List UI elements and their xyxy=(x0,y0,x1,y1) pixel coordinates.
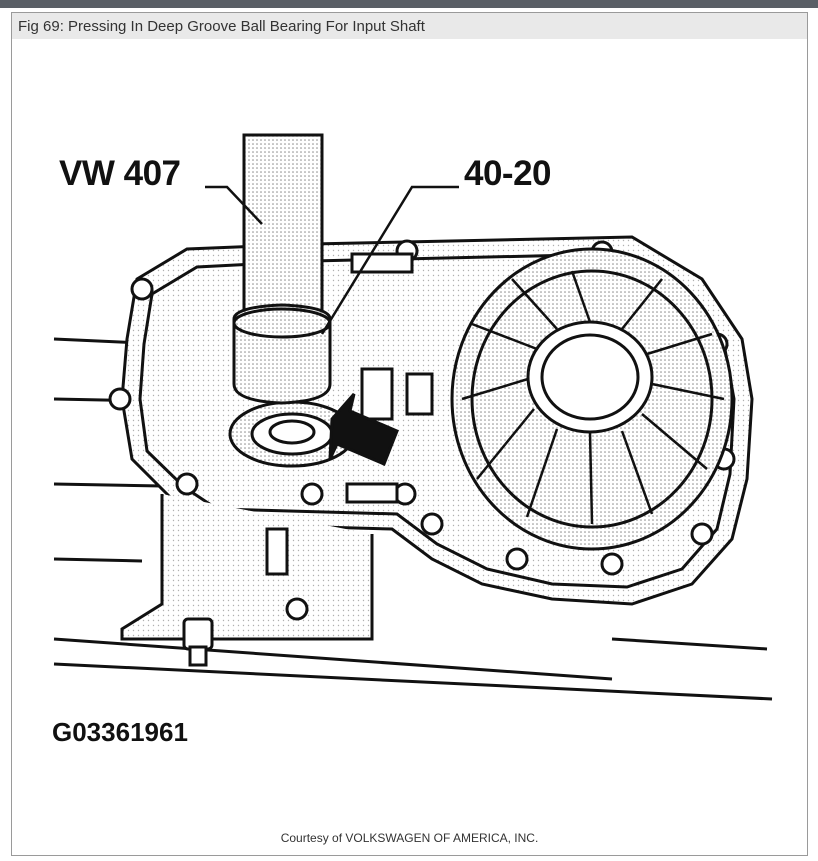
window-top-bar xyxy=(0,0,818,8)
technical-illustration: VW 407 40-20 G03361961 xyxy=(12,39,807,799)
transmission-housing-drawing xyxy=(53,133,773,701)
figure-caption: Fig 69: Pressing In Deep Groove Ball Bea… xyxy=(18,18,425,35)
part-label: 40-20 xyxy=(464,154,552,193)
figure-code: G03361961 xyxy=(52,717,188,747)
caption-bar: Fig 69: Pressing In Deep Groove Ball Bea… xyxy=(12,13,807,39)
tool-label: VW 407 xyxy=(59,154,181,193)
figure-frame: Fig 69: Pressing In Deep Groove Ball Bea… xyxy=(11,12,808,856)
courtesy-credit: Courtesy of VOLKSWAGEN OF AMERICA, INC. xyxy=(280,831,539,845)
